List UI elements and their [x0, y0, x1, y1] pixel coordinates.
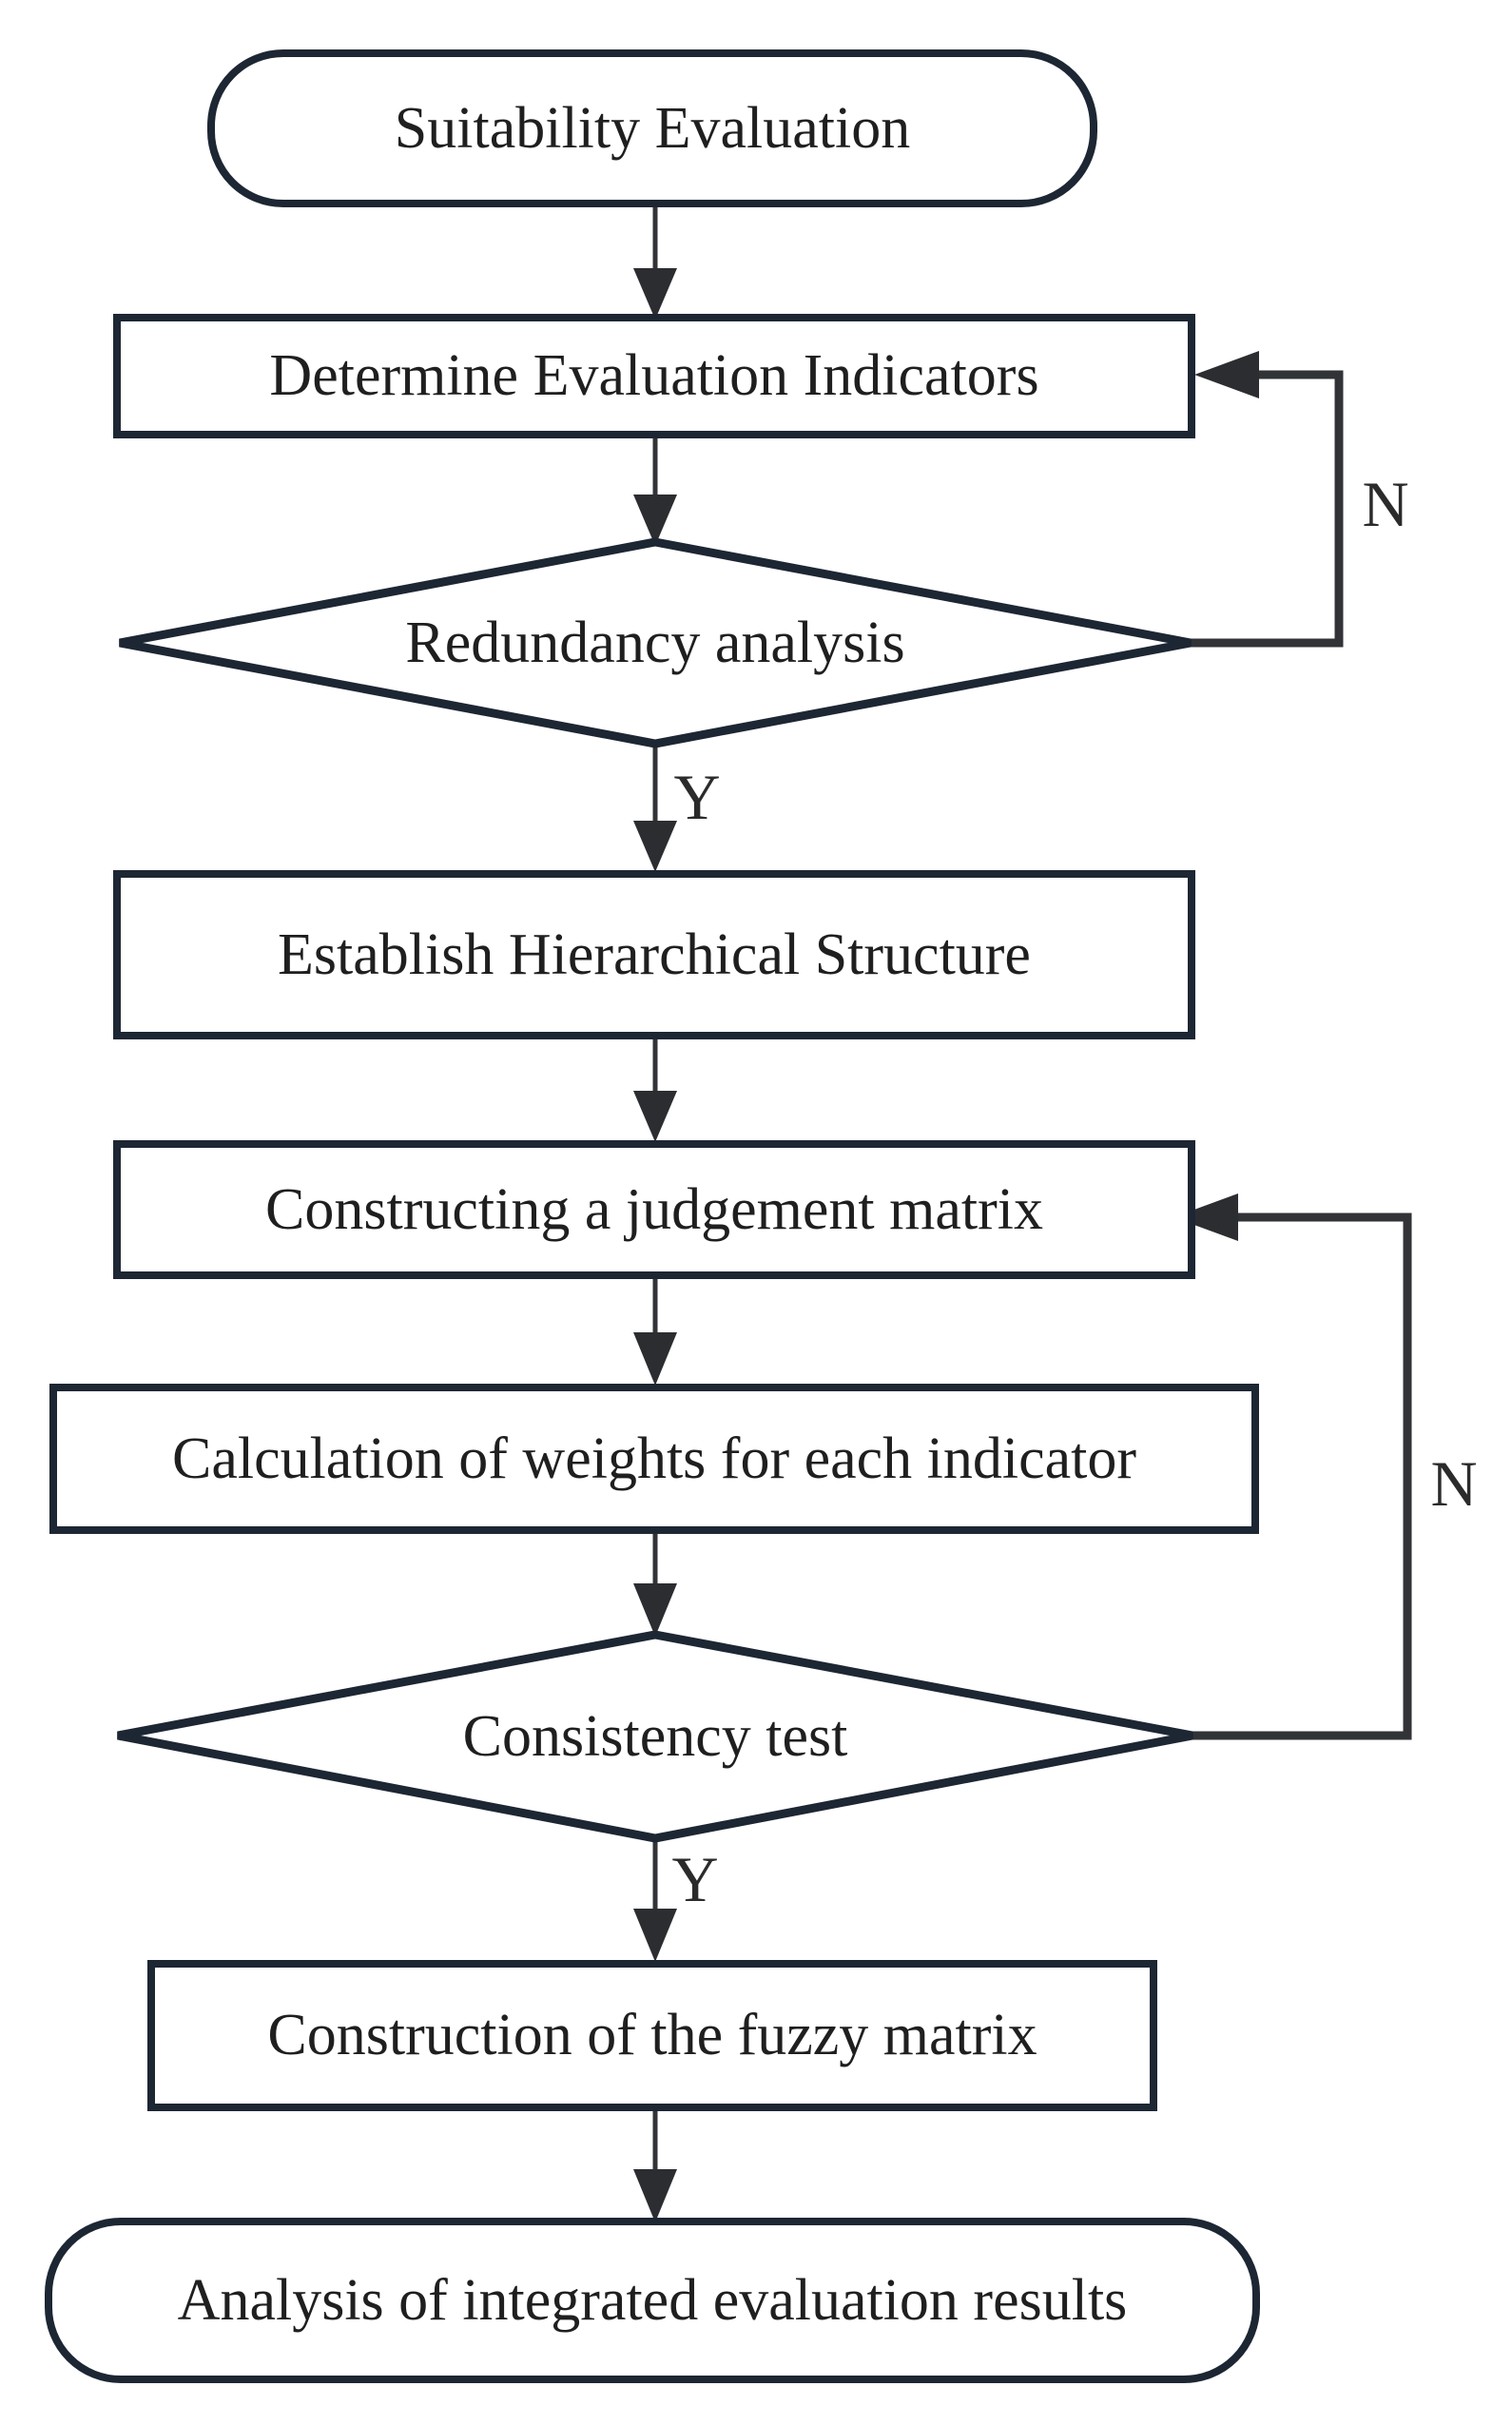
node-start: Suitability Evaluation	[207, 49, 1097, 207]
node-end: Analysis of integrated evaluation result…	[45, 2218, 1260, 2383]
arrowhead-down-icon	[633, 495, 677, 546]
node-consistency-text: Consistency test	[462, 1703, 848, 1769]
arrowhead-down-icon	[633, 2169, 677, 2222]
node-consistency-label: Consistency test	[227, 1694, 1083, 1779]
node-indicators-label: Determine Evaluation Indicators	[269, 343, 1039, 409]
node-weights: Calculation of weights for each indicato…	[49, 1384, 1259, 1534]
edge-label-text: Y	[673, 760, 721, 833]
node-start-label: Suitability Evaluation	[394, 95, 911, 161]
edge-label-consistency-no: N	[1423, 1447, 1485, 1520]
node-redundancy-shape	[119, 537, 1192, 748]
node-redundancy-label: Redundancy analysis	[227, 600, 1083, 686]
node-judgement: Constructing a judgement matrix	[113, 1140, 1195, 1279]
edge-label-redundancy-no: N	[1354, 468, 1417, 540]
edge-start-to-indicators	[633, 204, 677, 320]
node-indicators: Determine Evaluation Indicators	[113, 314, 1195, 438]
edge-weights-to-consistency	[633, 1530, 677, 1637]
edge-hierarchy-to-judgement	[633, 1036, 677, 1142]
edge-line	[1187, 370, 1344, 648]
arrowhead-down-icon	[633, 268, 677, 320]
arrowhead-down-icon	[633, 1909, 677, 1962]
node-fuzzy: Construction of the fuzzy matrix	[147, 1960, 1157, 2111]
node-consistency-shape	[117, 1630, 1193, 1843]
edge-label-redundancy-yes: Y	[668, 761, 727, 833]
edge-judgement-to-weights	[633, 1275, 677, 1386]
arrowhead-down-icon	[633, 1583, 677, 1637]
edge-fuzzy-to-end	[633, 2107, 677, 2222]
edge-label-text: Y	[671, 1842, 719, 1915]
edge-label-consistency-yes: Y	[666, 1843, 725, 1915]
edge-consistency-to-judgement	[1173, 1193, 1412, 1740]
node-end-label: Analysis of integrated evaluation result…	[177, 2267, 1128, 2333]
edge-consistency-to-fuzzy	[633, 1834, 677, 1962]
edge-line	[1189, 1212, 1412, 1740]
arrowhead-down-icon	[633, 821, 677, 872]
arrowhead-down-icon	[633, 1332, 677, 1386]
edge-label-text: N	[1362, 467, 1409, 540]
node-weights-label: Calculation of weights for each indicato…	[171, 1426, 1137, 1491]
node-fuzzy-label: Construction of the fuzzy matrix	[267, 2003, 1037, 2068]
node-hierarchy-label: Establish Hierarchical Structure	[278, 922, 1031, 987]
arrowhead-left-icon	[1194, 351, 1259, 398]
arrowhead-left-icon	[1173, 1193, 1238, 1241]
node-hierarchy: Establish Hierarchical Structure	[113, 870, 1195, 1039]
edge-redundancy-to-indicators	[1187, 351, 1344, 648]
arrowhead-down-icon	[633, 1091, 677, 1142]
node-redundancy-text: Redundancy analysis	[405, 610, 905, 675]
edge-redundancy-to-hierarchy	[633, 740, 677, 872]
edge-indicators-to-redundancy	[633, 435, 677, 546]
edge-label-text: N	[1430, 1446, 1478, 1520]
node-judgement-label: Constructing a judgement matrix	[265, 1176, 1043, 1242]
